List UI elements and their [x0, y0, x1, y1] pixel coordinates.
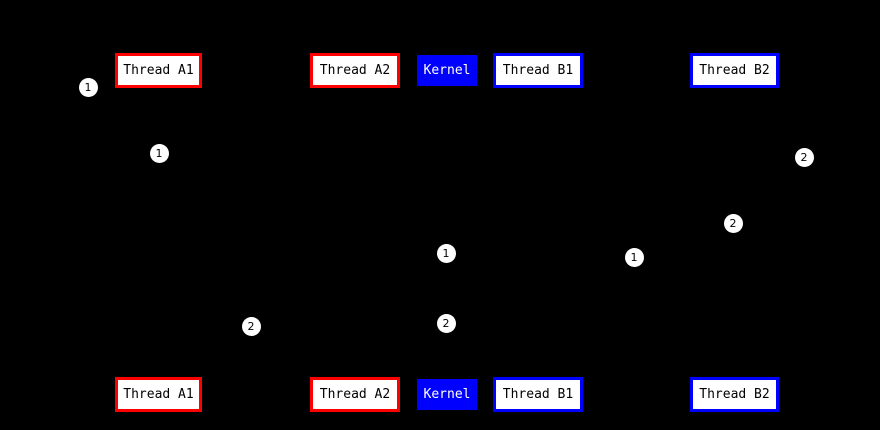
- lifeline-stub-a2-bottom: [354, 373, 357, 378]
- message-arrowhead-2: [538, 219, 546, 227]
- step-badge-3: 2: [794, 147, 814, 167]
- step-badge-1: 1: [78, 77, 98, 97]
- participant-label: Thread A1: [123, 63, 194, 78]
- step-number: 1: [84, 80, 92, 94]
- participant-box-kernel-top[interactable]: Kernel: [417, 55, 477, 86]
- step-badge-6: 1: [624, 247, 644, 267]
- message-arrow-2: [538, 223, 734, 224]
- step-badge-8: 2: [241, 316, 261, 336]
- participant-box-thread-a1-bottom[interactable]: Thread A1: [115, 377, 202, 412]
- step-badge-2: 1: [149, 143, 169, 163]
- lifeline-stub-b2-top: [733, 86, 736, 91]
- lifeline-thread-b2: [734, 88, 735, 377]
- participant-box-thread-b2-bottom[interactable]: Thread B2: [690, 377, 779, 412]
- message-arrowhead-3: [530, 253, 538, 261]
- lifeline-stub-a1-top: [157, 86, 160, 91]
- participant-box-thread-b1-top[interactable]: Thread B1: [493, 53, 583, 88]
- participant-box-thread-a2-top[interactable]: Thread A2: [310, 53, 400, 88]
- lifeline-kernel: [447, 88, 448, 377]
- message-arrow-1: [158, 153, 355, 154]
- lifeline-stub-k-top: [446, 86, 449, 91]
- step-number: 1: [442, 246, 450, 260]
- step-number: 2: [442, 316, 450, 330]
- lifeline-thread-a1: [158, 88, 159, 377]
- participant-label: Thread B2: [699, 63, 770, 78]
- lifeline-stub-b1-bottom: [537, 373, 540, 378]
- lifeline-stub-a1-bottom: [157, 373, 160, 378]
- lifeline-stub-b2-bottom: [733, 373, 736, 378]
- participant-label: Thread B2: [699, 387, 770, 402]
- participant-label: Kernel: [423, 63, 471, 78]
- step-badge-4: 2: [723, 213, 743, 233]
- lifeline-thread-b1: [538, 88, 539, 377]
- participant-label: Thread B1: [502, 63, 574, 78]
- participant-label: Thread A2: [319, 63, 391, 78]
- lifeline-stub-k-bottom: [446, 373, 449, 378]
- participant-box-thread-a2-bottom[interactable]: Thread A2: [310, 377, 400, 412]
- step-number: 1: [155, 146, 163, 160]
- participant-box-thread-a1-top[interactable]: Thread A1: [115, 53, 202, 88]
- lifeline-thread-a2: [355, 88, 356, 377]
- message-arrowhead-1: [347, 149, 355, 157]
- participant-label: Thread A1: [123, 387, 194, 402]
- participant-box-thread-b1-bottom[interactable]: Thread B1: [493, 377, 583, 412]
- participant-label: Thread A2: [319, 387, 391, 402]
- message-arrow-3: [447, 257, 538, 258]
- lifeline-stub-a2-top: [354, 86, 357, 91]
- step-number: 2: [729, 216, 737, 230]
- participant-box-kernel-bottom[interactable]: Kernel: [417, 379, 477, 410]
- participant-label: Thread B1: [502, 387, 574, 402]
- message-arrow-4: [355, 323, 447, 324]
- step-number: 1: [630, 250, 638, 264]
- step-number: 2: [800, 150, 808, 164]
- participant-box-thread-b2-top[interactable]: Thread B2: [690, 53, 779, 88]
- step-badge-7: 2: [436, 313, 456, 333]
- step-badge-5: 1: [436, 243, 456, 263]
- participant-label: Kernel: [423, 387, 471, 402]
- lifeline-stub-b1-top: [537, 86, 540, 91]
- step-number: 2: [247, 319, 255, 333]
